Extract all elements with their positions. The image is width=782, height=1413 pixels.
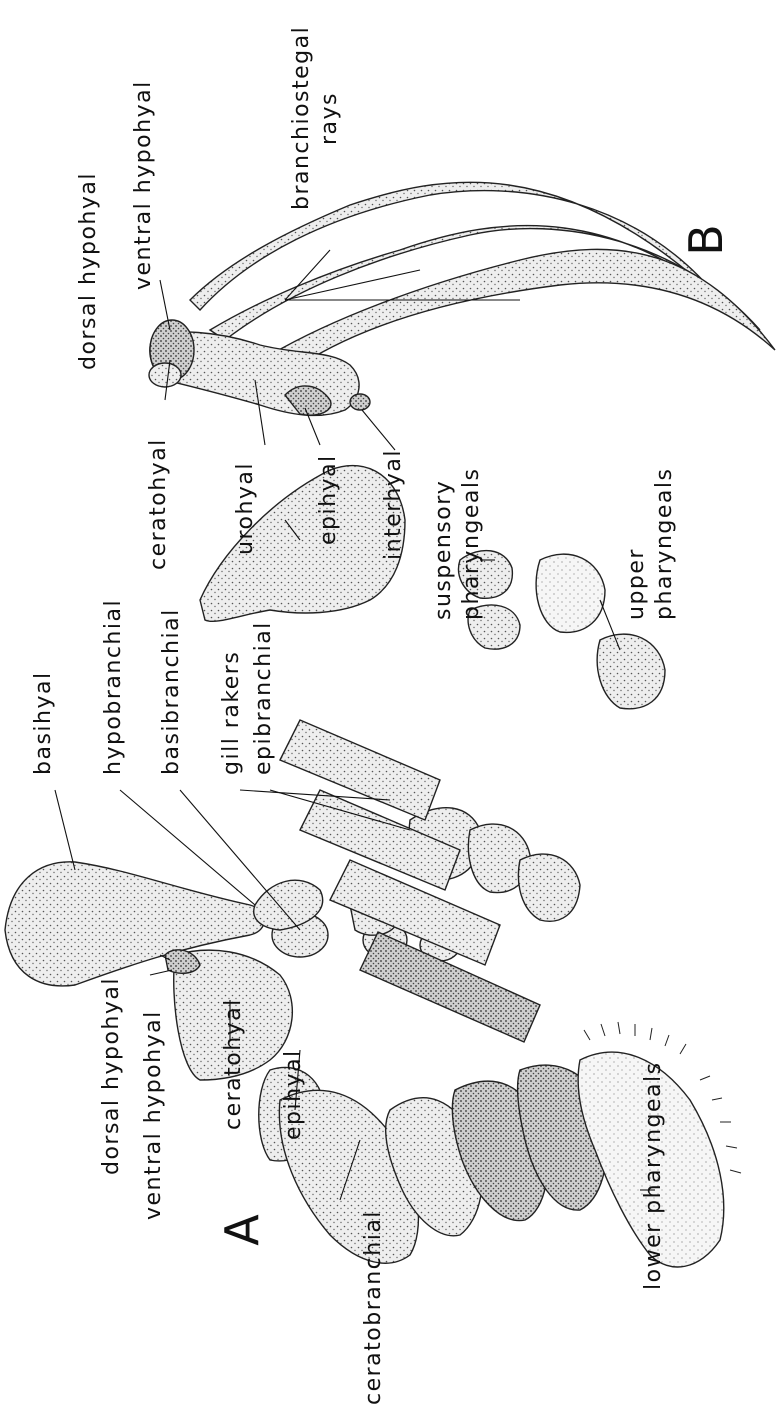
label-epihyal: epihyal [281, 1049, 306, 1140]
label-upper: upper [624, 548, 649, 620]
label-basihyal: basihyal [31, 671, 56, 775]
urohyal-bone [200, 466, 405, 622]
label-gill-rakers: gill rakers [219, 651, 244, 775]
label-ceratohyal: ceratohyal [221, 998, 246, 1130]
label-dorsal-hypohyal: dorsal hypohyal [99, 977, 124, 1175]
label-b-rays: rays [317, 92, 342, 145]
label-panel-a: A [215, 1214, 269, 1246]
label-upper-pharyngeals: pharyngeals [652, 468, 677, 620]
label-lower-pharyngeals: lower pharyngeals [641, 1061, 666, 1290]
upper-pharyngeal-1 [536, 554, 605, 632]
label-b-dorsal-hypohyal: dorsal hypohyal [76, 172, 101, 370]
label-panel-b: B [679, 224, 733, 256]
label-b-branchiostegal: branchiostegal [289, 26, 314, 210]
label-suspensory: suspensory [431, 480, 456, 620]
label-ceratobranchial: ceratobranchial [361, 1210, 386, 1405]
label-b-interhyal: interhyal [381, 449, 406, 560]
panel-b-structures [149, 182, 775, 415]
label-hypobranchial: hypobranchial [101, 599, 126, 775]
label-b-epihyal: epihyal [316, 454, 341, 545]
epibranchial-3 [518, 854, 580, 921]
label-basibranchial: basibranchial [159, 608, 184, 775]
ceratobranchial-rod-1 [280, 720, 440, 820]
label-epibranchial: epibranchial [251, 621, 276, 775]
b-interhyal [350, 394, 370, 410]
b-ventral-hypohyal [149, 363, 181, 387]
label-b-ceratohyal: ceratohyal [146, 438, 171, 570]
label-ventral-hypohyal: ventral hypohyal [141, 1010, 166, 1220]
label-suspensory-pharyngeals: pharyngeals [459, 468, 484, 620]
label-urohyal: urohyal [233, 462, 258, 555]
label-b-ventral-hypohyal: ventral hypohyal [131, 80, 156, 290]
upper-pharyngeal-2 [597, 634, 665, 709]
